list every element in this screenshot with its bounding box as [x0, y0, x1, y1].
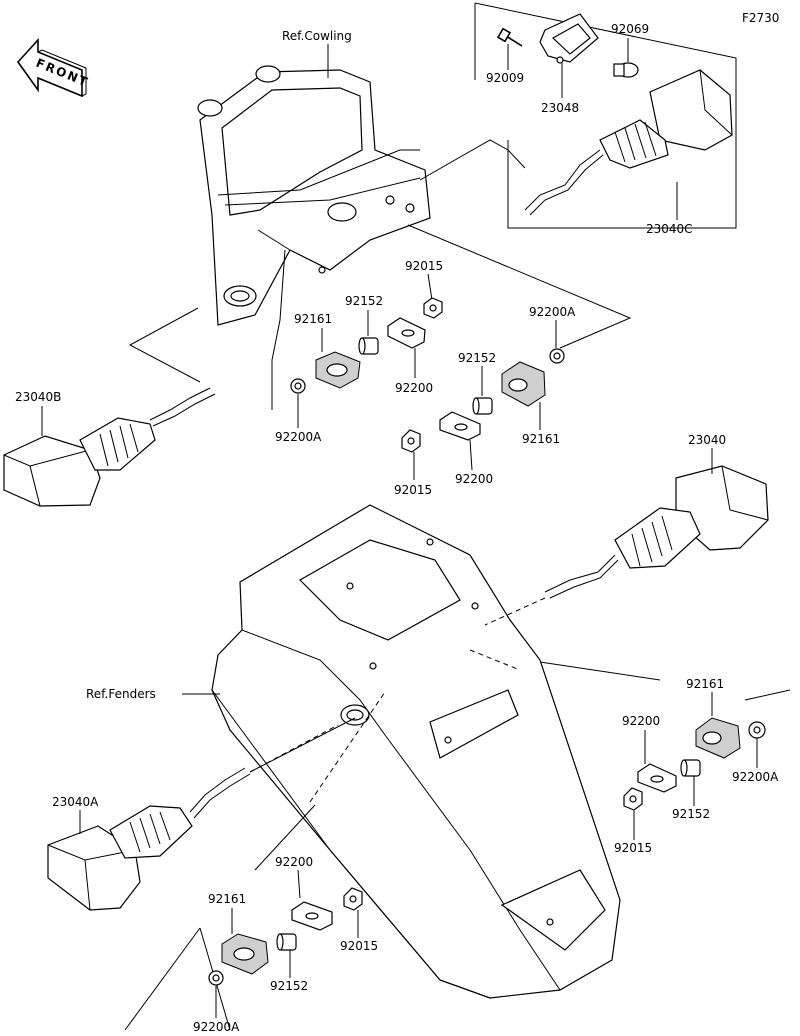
label-92015-a: 92015: [405, 259, 443, 273]
nut-92015-c-icon: [623, 787, 643, 811]
grommet-92161-d-icon: [221, 933, 269, 975]
turn-signal-23040B-icon: [3, 387, 216, 507]
cowling-frame: [197, 65, 431, 326]
collar-92152-a-icon: [358, 337, 379, 355]
label-92161-a: 92161: [294, 312, 332, 326]
ref-fenders-label: Ref.Fenders: [86, 687, 156, 701]
label-92152-d: 92152: [270, 979, 308, 993]
collar-92152-b-icon: [472, 397, 493, 415]
figure-id: F2730: [742, 11, 779, 25]
label-92200A-d: 92200A: [193, 1020, 240, 1034]
turn-signal-23040C-icon: [524, 69, 733, 216]
label-92200-c: 92200: [622, 714, 660, 728]
washer-92200A-b-icon: [549, 348, 565, 364]
label-92161-b: 92161: [522, 432, 560, 446]
label-92161-c: 92161: [686, 677, 724, 691]
inset-box: [474, 2, 737, 229]
washer-92200A-a-icon: [290, 378, 306, 394]
label-92015-b: 92015: [394, 483, 432, 497]
label-92161-d: 92161: [208, 892, 246, 906]
label-92015-c: 92015: [614, 841, 652, 855]
grommet-92161-a-icon: [315, 351, 361, 389]
label-92009: 92009: [486, 71, 524, 85]
label-92015-d: 92015: [340, 939, 378, 953]
collar-92152-d-icon: [276, 933, 297, 951]
lens-bracket-23048-icon: [539, 13, 599, 64]
nut-92015-b-icon: [401, 429, 421, 453]
grommet-92161-b-icon: [501, 361, 546, 407]
label-92200A-c: 92200A: [732, 770, 779, 784]
turn-signal-23040A-icon: [47, 767, 251, 911]
label-92200-d: 92200: [275, 855, 313, 869]
grommet-92161-c-icon: [695, 717, 741, 759]
nut-92015-a-icon: [423, 297, 443, 319]
label-23040C: 23040C: [646, 222, 693, 236]
label-92200-b: 92200: [455, 472, 493, 486]
label-92200A-b: 92200A: [529, 305, 576, 319]
label-92152-a: 92152: [345, 294, 383, 308]
bulb-92069-icon: [613, 62, 639, 78]
nut-92015-d-icon: [343, 887, 363, 911]
turn-signal-23040-icon: [544, 465, 769, 599]
plate-92200-b-icon: [439, 411, 481, 441]
label-23048: 23048: [541, 101, 579, 115]
label-92200A-a: 92200A: [275, 430, 322, 444]
washer-92200A-d-icon: [208, 970, 224, 986]
ref-cowling-label: Ref.Cowling: [282, 29, 352, 43]
plate-92200-c-icon: [637, 763, 677, 793]
plate-92200-d-icon: [291, 901, 333, 931]
rear-fender: [211, 504, 621, 999]
label-23040A: 23040A: [52, 795, 99, 809]
front-direction-arrow-icon: FRONT: [16, 37, 91, 98]
plate-92200-a-icon: [387, 317, 426, 349]
label-92200-a: 92200: [395, 381, 433, 395]
label-92069: 92069: [611, 22, 649, 36]
label-23040: 23040: [688, 433, 726, 447]
label-92152-b: 92152: [458, 351, 496, 365]
screw-92009-icon: [496, 27, 523, 47]
collar-92152-c-icon: [680, 759, 701, 777]
label-23040B: 23040B: [15, 390, 61, 404]
label-92152-c: 92152: [672, 807, 710, 821]
washer-92200A-c-icon: [748, 721, 766, 739]
